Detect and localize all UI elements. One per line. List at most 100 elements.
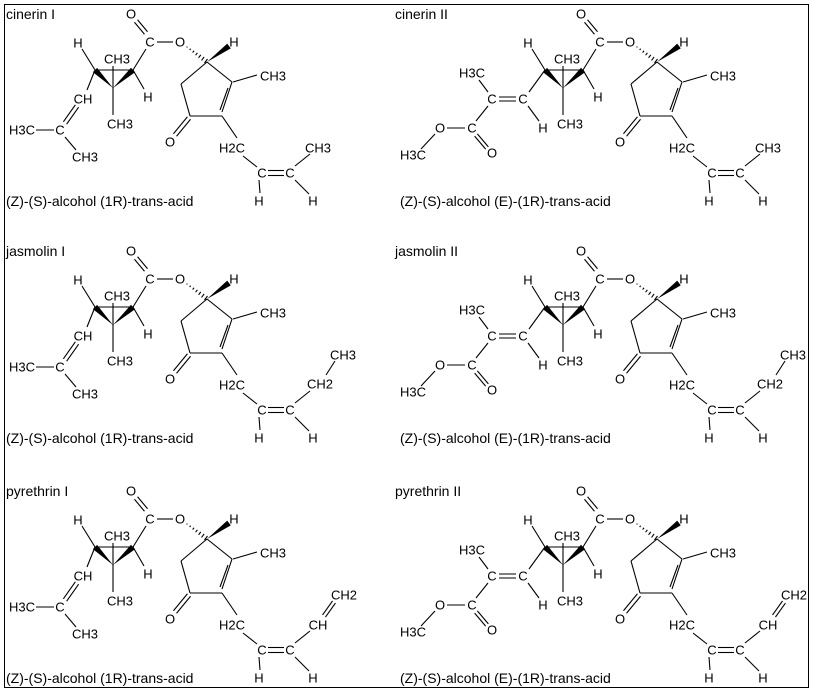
bond xyxy=(478,556,489,570)
atom-label: H xyxy=(758,671,767,686)
bond xyxy=(671,81,683,113)
bond xyxy=(582,306,595,327)
bond xyxy=(242,155,258,168)
atom-label: O xyxy=(625,272,635,287)
bond xyxy=(242,632,258,645)
bond xyxy=(81,285,96,308)
bond xyxy=(62,341,76,360)
bond xyxy=(775,602,786,618)
bond xyxy=(772,600,783,616)
atom-label: C xyxy=(467,358,476,373)
bond xyxy=(744,630,761,644)
atom-label: O xyxy=(175,512,185,527)
atom-label: C xyxy=(487,329,496,344)
atom-label: CH3 xyxy=(72,387,98,402)
atom-label: C xyxy=(145,272,154,287)
bond xyxy=(478,79,489,93)
bond xyxy=(137,256,148,270)
hashed-bond xyxy=(201,533,205,538)
bond xyxy=(582,69,595,90)
wedge-bond xyxy=(657,280,681,299)
bond xyxy=(221,115,238,139)
bond xyxy=(221,592,238,616)
hashed-bond xyxy=(645,289,648,293)
hashed-bond xyxy=(654,58,658,64)
hashed-bond xyxy=(645,52,648,56)
bond xyxy=(630,298,658,322)
bond xyxy=(64,136,77,151)
atom-label: C xyxy=(55,600,64,615)
bond xyxy=(132,285,147,308)
atom-label: H xyxy=(229,272,238,287)
atom-label: H xyxy=(143,567,152,582)
atom-label: H3C xyxy=(459,66,485,81)
atom-label: C xyxy=(257,643,266,658)
stereo-caption: (Z)-(S)-alcohol (1R)-trans-acid xyxy=(6,670,193,686)
atom-label: CH3 xyxy=(260,546,286,561)
atom-label: H xyxy=(229,35,238,50)
bond xyxy=(744,416,760,432)
atom-label: H xyxy=(593,567,602,582)
bond xyxy=(775,360,786,376)
molecule-panel-cinerin-ii: cinerin II(Z)-(S)-alcohol (E)-(1R)-trans… xyxy=(395,6,781,209)
bond xyxy=(584,498,595,512)
bond xyxy=(656,538,683,560)
bond xyxy=(176,118,191,137)
atom-label: CH3 xyxy=(755,141,781,156)
atom-label: H3C xyxy=(400,148,426,163)
compound-name: jasmolin II xyxy=(394,243,458,259)
bond xyxy=(206,61,233,83)
bond xyxy=(86,69,96,91)
atom-label: C xyxy=(285,166,294,181)
atom-label: O xyxy=(615,372,625,387)
bond xyxy=(475,105,489,122)
bond xyxy=(325,602,336,618)
atom-label: CH3 xyxy=(305,141,331,156)
hashed-bond xyxy=(639,48,642,51)
bond xyxy=(232,74,258,83)
bond xyxy=(630,538,658,562)
atom-label: H2C xyxy=(669,141,695,156)
bond xyxy=(587,496,598,510)
hashed-bond xyxy=(189,48,192,51)
atom-label: H xyxy=(523,273,532,288)
atom-label: CH2 xyxy=(757,377,783,392)
atom-label: C xyxy=(487,569,496,584)
bond xyxy=(206,298,233,320)
bold-bond xyxy=(113,544,136,565)
atom-label: CH3 xyxy=(72,627,98,642)
atom-label: CH xyxy=(74,329,93,344)
bond xyxy=(531,48,546,71)
hashed-bond xyxy=(651,56,655,61)
atom-label: C xyxy=(467,598,476,613)
atom-label: C xyxy=(518,569,527,584)
atom-label: CH3 xyxy=(710,69,736,84)
atom-label: C xyxy=(595,35,604,50)
atom-label: CH xyxy=(759,618,778,633)
hashed-bond xyxy=(639,285,642,288)
bond xyxy=(132,48,147,71)
atom-label: C xyxy=(595,272,604,287)
atom-label: CH2 xyxy=(331,588,357,603)
atom-label: H3C xyxy=(400,625,426,640)
atom-label: O xyxy=(576,7,586,22)
bond xyxy=(584,21,595,35)
bond xyxy=(137,496,148,510)
atom-label: H2C xyxy=(219,378,245,393)
bond xyxy=(669,324,679,348)
figure-border xyxy=(4,4,809,688)
bond xyxy=(294,390,311,404)
bold-bond xyxy=(92,67,113,88)
bond xyxy=(294,153,311,167)
atom-label: H3C xyxy=(459,543,485,558)
bond xyxy=(582,48,597,71)
hashed-bond xyxy=(204,295,208,301)
bond xyxy=(478,316,489,330)
bond xyxy=(671,115,688,139)
atom-label: H xyxy=(704,194,713,209)
atom-label: H xyxy=(254,194,263,209)
bold-bond xyxy=(113,304,136,325)
hashed-bond xyxy=(198,291,202,296)
